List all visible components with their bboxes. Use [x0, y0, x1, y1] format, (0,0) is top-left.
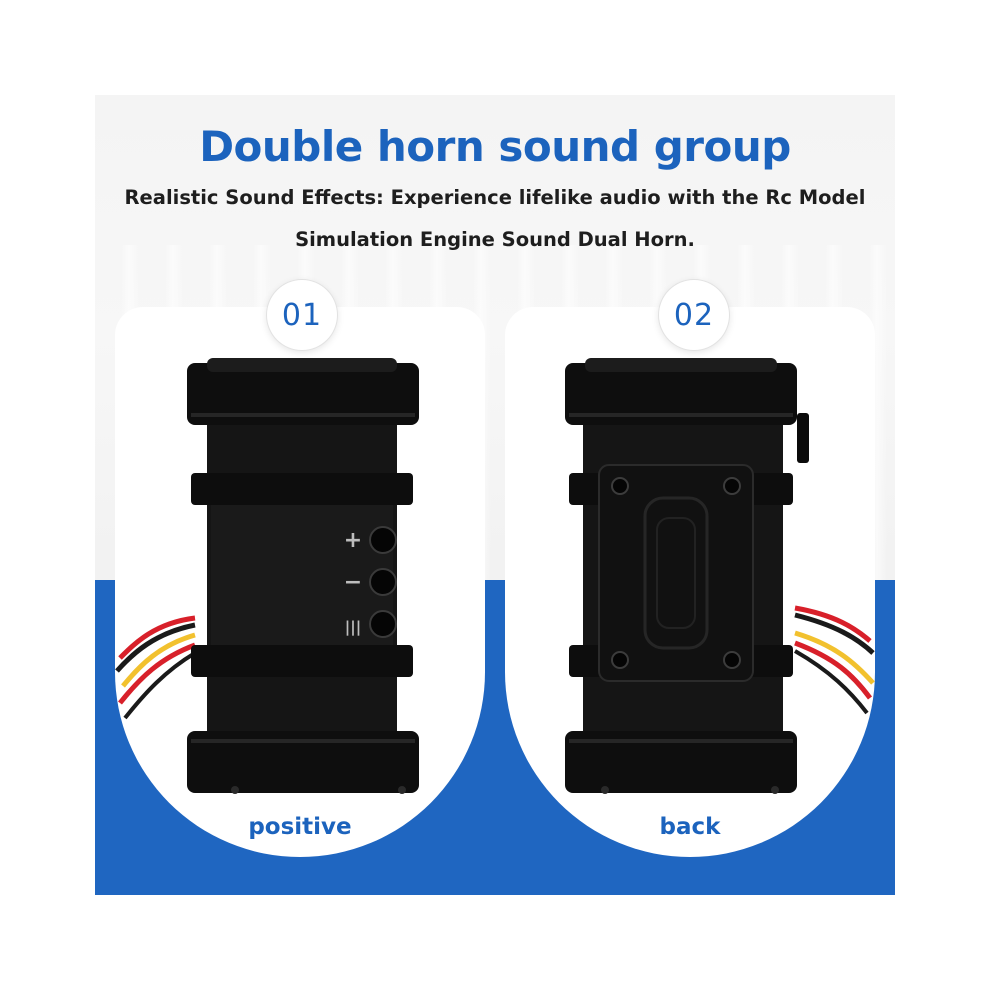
horn-back-illustration — [565, 358, 875, 794]
front-view-image: + − ||| — [115, 353, 485, 813]
wire-bundle-left — [115, 615, 197, 720]
minus-button-label: − — [344, 570, 362, 595]
mode-button-label: ||| — [345, 618, 361, 637]
back-view-caption: back — [659, 814, 721, 840]
top-end-cap — [187, 363, 419, 425]
screw-icon — [723, 477, 741, 495]
product-banner: Double horn sound group Realistic Sound … — [95, 95, 895, 895]
wire-bundle-right — [794, 605, 875, 715]
plus-button-label: + — [344, 528, 362, 553]
minus-button: − — [344, 568, 397, 596]
body-band-upper — [191, 473, 413, 505]
subtitle-line-2: Simulation Engine Sound Dual Horn. — [295, 228, 695, 251]
screw-icon — [611, 477, 629, 495]
screw-icon — [611, 651, 629, 669]
body-band-lower — [191, 645, 413, 677]
subtitle-line-1: Realistic Sound Effects: Experience life… — [124, 186, 866, 209]
bottom-end-cap — [187, 731, 419, 793]
page-subtitle: Realistic Sound Effects: Experience life… — [95, 177, 895, 261]
horn-front-illustration: + − ||| — [115, 358, 419, 794]
top-end-cap — [565, 363, 797, 425]
bottom-end-cap — [565, 731, 797, 793]
page-title: Double horn sound group — [199, 122, 791, 171]
screw-icon — [723, 651, 741, 669]
front-view-caption: positive — [248, 814, 352, 840]
mounting-plate — [598, 464, 754, 682]
view-number-badge-back: 02 — [659, 280, 729, 350]
plus-button: + — [344, 526, 397, 554]
control-panel — [211, 505, 393, 645]
view-number-badge-front: 01 — [267, 280, 337, 350]
mode-button: ||| — [345, 610, 397, 638]
back-view-image — [505, 353, 875, 813]
